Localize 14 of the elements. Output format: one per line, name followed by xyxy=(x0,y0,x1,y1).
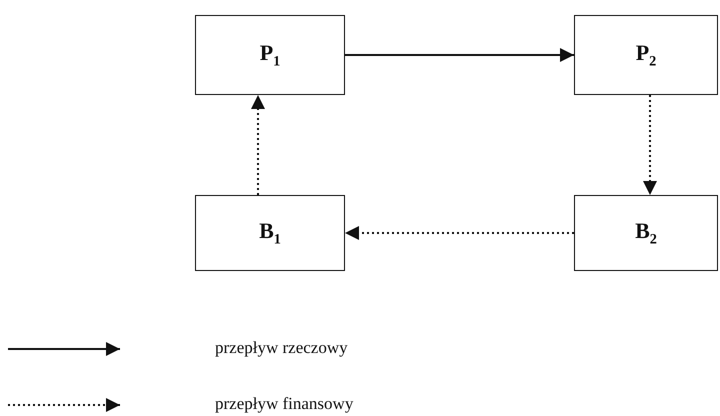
process-box xyxy=(574,195,718,271)
arrow xyxy=(643,95,657,195)
legend-text: przepływ finansowy xyxy=(215,394,354,414)
process-box xyxy=(195,15,345,95)
process-box xyxy=(195,195,345,271)
node-label: P$_{1}$ xyxy=(260,42,280,68)
node-label: P$_{2}$ xyxy=(636,42,656,68)
process-box xyxy=(574,15,718,95)
arrow xyxy=(251,95,265,195)
legend-text: przepływ rzeczowy xyxy=(215,338,348,358)
node-label: B$_{1}$ xyxy=(259,220,281,246)
arrow xyxy=(345,226,574,240)
node-label: B$_{2}$ xyxy=(635,220,657,246)
arrow xyxy=(345,48,574,62)
